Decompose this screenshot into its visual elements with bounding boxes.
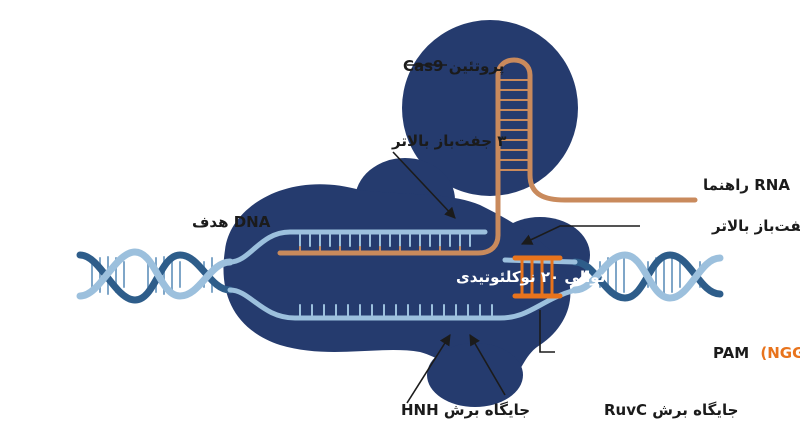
unwound-dna: [227, 229, 578, 321]
pam-label: توالی PAM (NGG): [713, 344, 800, 362]
cas9-protein-shape: [223, 20, 590, 407]
upstream-left-arrow: [392, 151, 456, 219]
leader-lines: [392, 64, 640, 404]
pam-leader: [539, 310, 555, 353]
ruvc-arrow: [469, 334, 506, 396]
hnh-arrow: [406, 334, 451, 404]
upstream-right-arrow: [520, 225, 640, 245]
guide-rna: [277, 57, 698, 256]
pam-ngg-text: (NGG): [760, 344, 800, 362]
guide-rna-label: RNA راهنما: [703, 176, 790, 194]
dna-helix: [76, 248, 724, 304]
pam-site: [512, 255, 563, 299]
seq-20nt-label: توالی ۲۰ نوکلئوتیدی: [456, 268, 605, 286]
upstream-3bp-right-label: ۳ جفت‌باز بالاتر: [711, 217, 800, 235]
cas9-protein-label: پروتئین Cas9: [403, 57, 504, 76]
hnh-site-label: جایگاه برش HNH: [401, 401, 530, 419]
ruvc-site-label: جایگاه برش RuvC: [604, 401, 738, 419]
labels: پروتئین Cas9 ۳ جفت‌باز بالاتر RNA راهنما…: [192, 57, 800, 419]
target-dna-label: DNA هدف: [192, 213, 271, 231]
upstream-3bp-left-label: ۳ جفت‌باز بالاتر: [391, 132, 506, 150]
